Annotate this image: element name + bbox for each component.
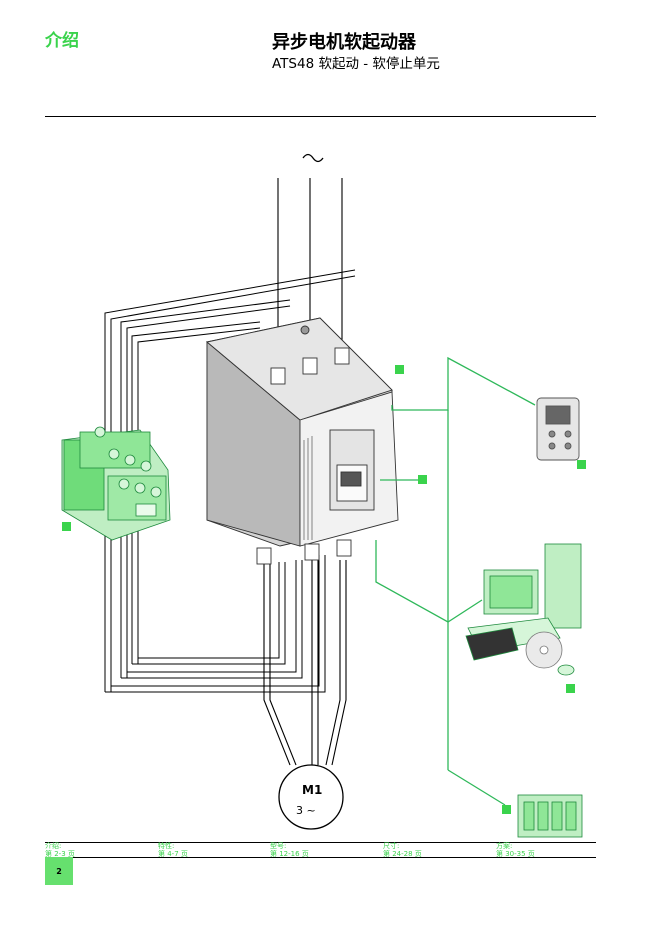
nav-pages: 第 2-3 页: [45, 850, 75, 858]
soft-starter-body: [206, 317, 399, 547]
nav-pages: 第 12-16 页: [270, 850, 309, 858]
page-number: 2: [45, 857, 73, 885]
marker-display: [418, 475, 427, 484]
footer-top-rule: [45, 842, 596, 843]
nav-title: 方案:: [496, 842, 513, 850]
marker-contactor: [62, 522, 71, 531]
header-rule: [45, 116, 596, 117]
motor-label: M1: [302, 783, 322, 797]
motor-phase: 3 ~: [296, 804, 316, 817]
nav-pages: 第 4-7 页: [158, 850, 188, 858]
ac-supply-symbol: [302, 153, 324, 163]
remote-terminal-device: [536, 397, 580, 461]
nav-link-features[interactable]: 特性: 第 4-7 页: [158, 842, 188, 858]
contactor-device: [61, 426, 171, 541]
nav-pages: 第 30-35 页: [496, 850, 535, 858]
nav-title: 型号:: [270, 842, 287, 850]
motor-symbol: [278, 764, 344, 830]
nav-link-intro[interactable]: 介绍: 第 2-3 页: [45, 842, 75, 858]
footer-bottom-rule: [45, 857, 596, 858]
nav-link-models[interactable]: 型号: 第 12-16 页: [270, 842, 309, 858]
page-title: 异步电机软起动器: [272, 32, 416, 53]
nav-title: 尺寸:: [383, 842, 400, 850]
nav-link-schemes[interactable]: 方案: 第 30-35 页: [496, 842, 535, 858]
nav-pages: 第 24-28 页: [383, 850, 422, 858]
marker-plc: [502, 805, 511, 814]
nav-title: 特性:: [158, 842, 175, 850]
marker-starter: [395, 365, 404, 374]
starter-terminals: [256, 347, 352, 565]
page-subtitle: ATS48 软起动 - 软停止单元: [272, 56, 440, 72]
nav-link-dimensions[interactable]: 尺寸: 第 24-28 页: [383, 842, 422, 858]
marker-pc: [566, 684, 575, 693]
motor-lines: [263, 560, 347, 766]
link-lines: [375, 356, 536, 806]
pc-workstation-device: [465, 543, 582, 676]
section-label: 介绍: [45, 31, 79, 51]
control-wiring: [104, 269, 356, 693]
marker-remote: [577, 460, 586, 469]
nav-title: 介绍:: [45, 842, 62, 850]
reference-markers: [62, 365, 586, 814]
plc-device: [517, 794, 583, 838]
